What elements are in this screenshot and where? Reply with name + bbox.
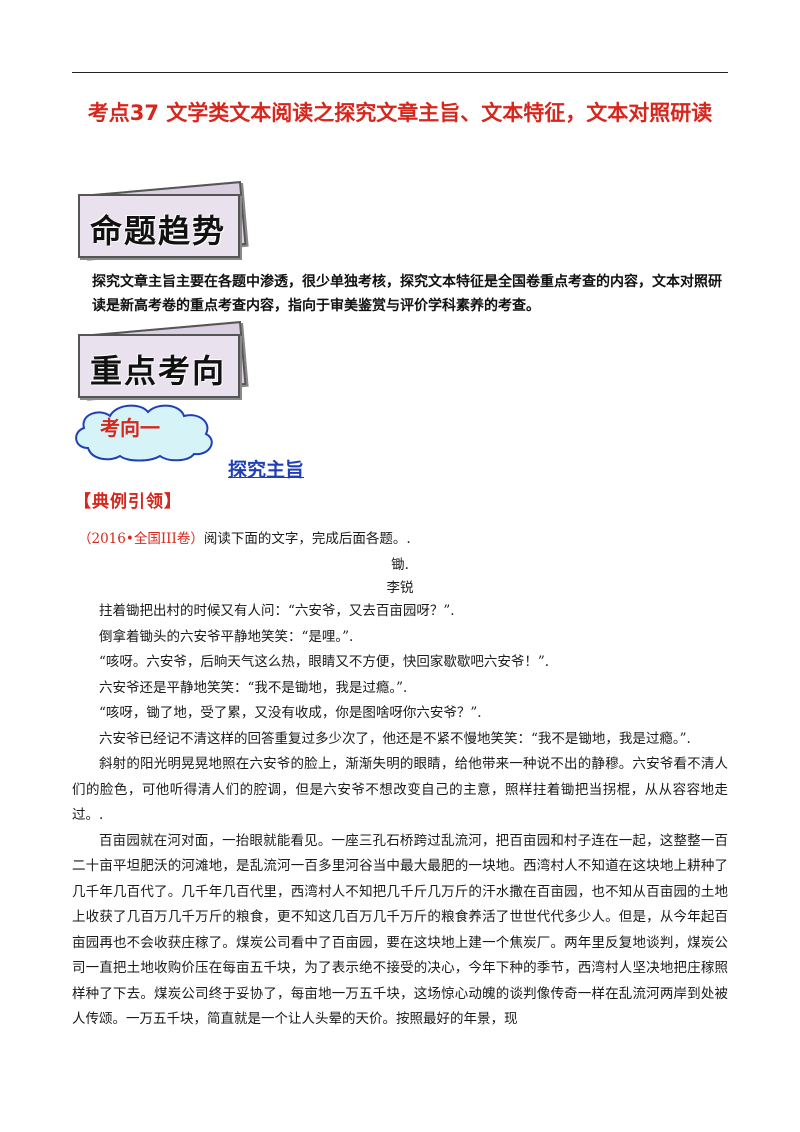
trend-banner: 命题趋势: [78, 181, 248, 264]
article-paragraph: “咳呀。六安爷，后晌天气这么热，眼睛又不方便，快回家歇歇吧六安爷！”.: [99, 654, 550, 670]
article-paragraph: “咳呀，锄了地，受了累，又没有收成，你是图啥呀你六安爷？”.: [99, 705, 482, 721]
article-paragraph: 六安爷还是平静地笑笑：“我不是锄地，我是过瘾。”.: [99, 679, 408, 696]
article-body: 拄着锄把出村的时候又有人问：“六安爷，又去百亩园呀？”. 倒拿着锄头的六安爷平静…: [72, 599, 728, 1033]
focus-banner-label: 重点考向: [90, 352, 227, 390]
article-paragraph: 百亩园就在河对面，一抬眼就能看见。一座三孔石桥跨过乱流河，把百亩园和村子连在一起…: [72, 832, 728, 1028]
banner-front-plate: [78, 334, 240, 398]
article-author: 李锐: [386, 580, 414, 596]
article-paragraph: 倒拿着锄头的六安爷平静地笑笑：“是哩。”.: [99, 628, 354, 645]
header-rule: [72, 72, 728, 73]
article-title: 锄.: [391, 557, 409, 573]
trend-description: 探究文章主旨主要在各题中渗透，很少单独考核，探究文本特征是全国卷重点考查的内容，…: [92, 274, 722, 314]
banner-front-plate: [78, 194, 240, 258]
article-paragraph: 斜射的阳光明晃晃地照在六安爷的脸上，渐渐失明的眼睛，给他带来一种说不出的静穆。六…: [72, 756, 728, 823]
article-paragraph: 拄着锄把出村的时候又有人问：“六安爷，又去百亩园呀？”.: [99, 603, 455, 619]
section-link-explore-theme[interactable]: 探究主旨: [228, 459, 305, 481]
example-heading: 【典例引领】: [74, 492, 182, 512]
page-title: 考点37 文学类文本阅读之探究文章主旨、文本特征，文本对照研读: [87, 101, 713, 125]
trend-banner-label: 命题趋势: [90, 212, 227, 250]
direction-cloud-label: 考向一: [100, 416, 160, 440]
article-paragraph: 六安爷已经记不清这样的回答重复过多少次了，他还是不紧不慢地笑笑：“我不是锄地，我…: [99, 730, 691, 747]
cloud-shape: [75, 404, 213, 462]
example-source: （2016•全国III卷）: [78, 531, 204, 547]
focus-banner: 重点考向: [78, 321, 248, 404]
example-instruction: 阅读下面的文字，完成后面各题。.: [203, 531, 411, 547]
example-intro: （2016•全国III卷）阅读下面的文字，完成后面各题。.: [78, 527, 411, 547]
